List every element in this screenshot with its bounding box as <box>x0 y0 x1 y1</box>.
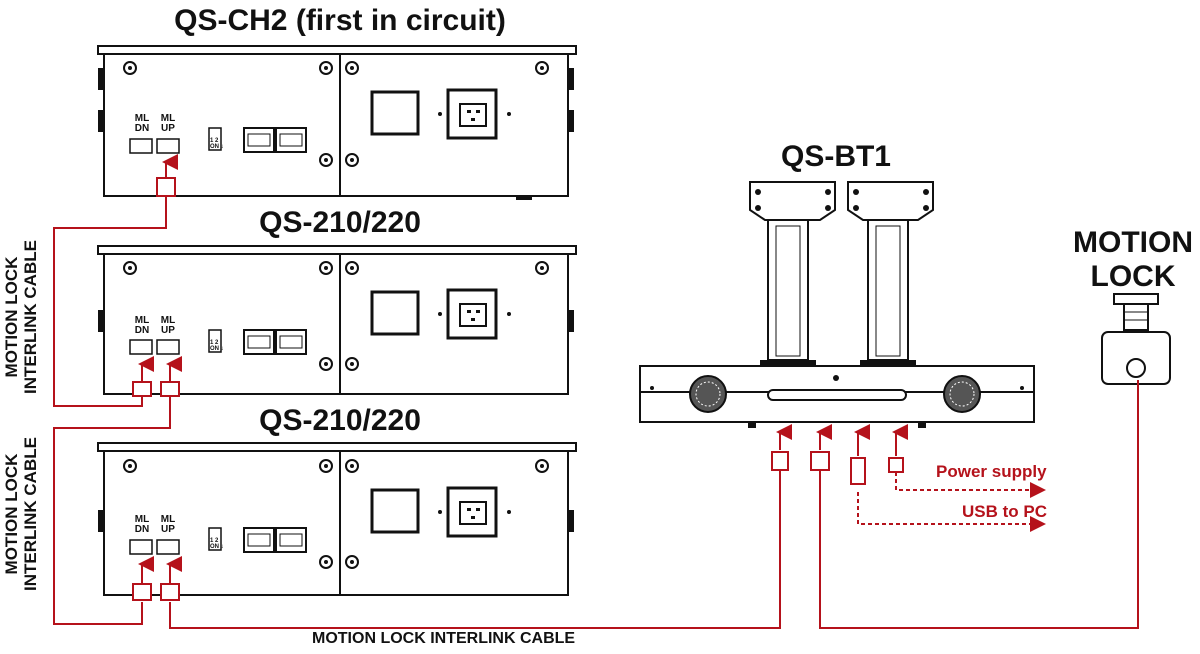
side-cable-label-bottom-line1: MOTION LOCK <box>2 453 21 575</box>
ml-up-label-line1: ML <box>160 514 176 525</box>
power-supply-label: Power supply <box>936 462 1047 481</box>
side-cable-label-top-line2: INTERLINK CABLE <box>21 240 40 394</box>
dip-switch-label-bottom: ON ↓ <box>210 544 224 550</box>
ml-up-label-line1: ML <box>160 113 176 124</box>
ml-dn-label: ML DN <box>132 515 152 535</box>
dip-switch-label-top: 1 2 <box>210 138 219 144</box>
ml-dn-label-line2: DN <box>134 325 150 336</box>
ml-dn-label: ML DN <box>132 316 152 336</box>
dip-switch-label-top: 1 2 <box>210 538 219 544</box>
ml-up-label-line2: UP <box>161 123 175 134</box>
ml-dn-label-line2: DN <box>134 524 150 535</box>
title-qs-bt1: QS-BT1 <box>780 140 891 173</box>
side-cable-label-bottom-line2: INTERLINK CABLE <box>21 437 40 591</box>
ml-dn-label-line1: ML <box>134 514 150 525</box>
title-motion-lock: MOTION LOCK <box>1066 226 1200 294</box>
dip-switch-label: 1 2 ON ↓ <box>210 138 224 150</box>
interlink-cables <box>53 154 1139 629</box>
dip-switch-label-bottom: ON ↓ <box>210 144 224 150</box>
motion-lock-device <box>1101 293 1171 385</box>
title-motion-lock-line1: MOTION <box>1073 226 1193 259</box>
side-cable-label-top: MOTION LOCK INTERLINK CABLE <box>2 237 42 397</box>
connector-plugs <box>132 177 904 601</box>
ml-dn-label-line1: ML <box>134 113 150 124</box>
unit-qs-ch2 <box>97 45 577 200</box>
ml-up-label: ML UP <box>158 515 178 535</box>
ml-dn-label: ML DN <box>132 114 152 134</box>
ml-up-label-line2: UP <box>161 325 175 336</box>
dip-switch-label-bottom: ON ↓ <box>210 346 224 352</box>
ml-dn-label-line2: DN <box>134 123 150 134</box>
dip-switch-label: 1 2 ON ↓ <box>210 538 224 550</box>
dip-switch-label: 1 2 ON ↓ <box>210 340 224 352</box>
ml-up-label: ML UP <box>158 114 178 134</box>
title-qs-ch2: QS-CH2 (first in circuit) <box>174 4 506 37</box>
dip-switch-label-top: 1 2 <box>210 340 219 346</box>
title-qs-210-220-bottom: QS-210/220 <box>259 404 421 437</box>
ml-dn-label-line1: ML <box>134 315 150 326</box>
side-cable-label-bottom: MOTION LOCK INTERLINK CABLE <box>2 434 42 594</box>
title-motion-lock-line2: LOCK <box>1090 260 1176 293</box>
ml-up-label: ML UP <box>158 316 178 336</box>
bottom-cable-label: MOTION LOCK INTERLINK CABLE <box>312 630 576 647</box>
side-cable-label-top-line1: MOTION LOCK <box>2 256 21 378</box>
ml-up-label-line1: ML <box>160 315 176 326</box>
usb-to-pc-label: USB to PC <box>962 502 1047 521</box>
title-qs-210-220-middle: QS-210/220 <box>259 206 421 239</box>
base-qs-bt1 <box>639 181 1035 428</box>
ml-up-label-line2: UP <box>161 524 175 535</box>
